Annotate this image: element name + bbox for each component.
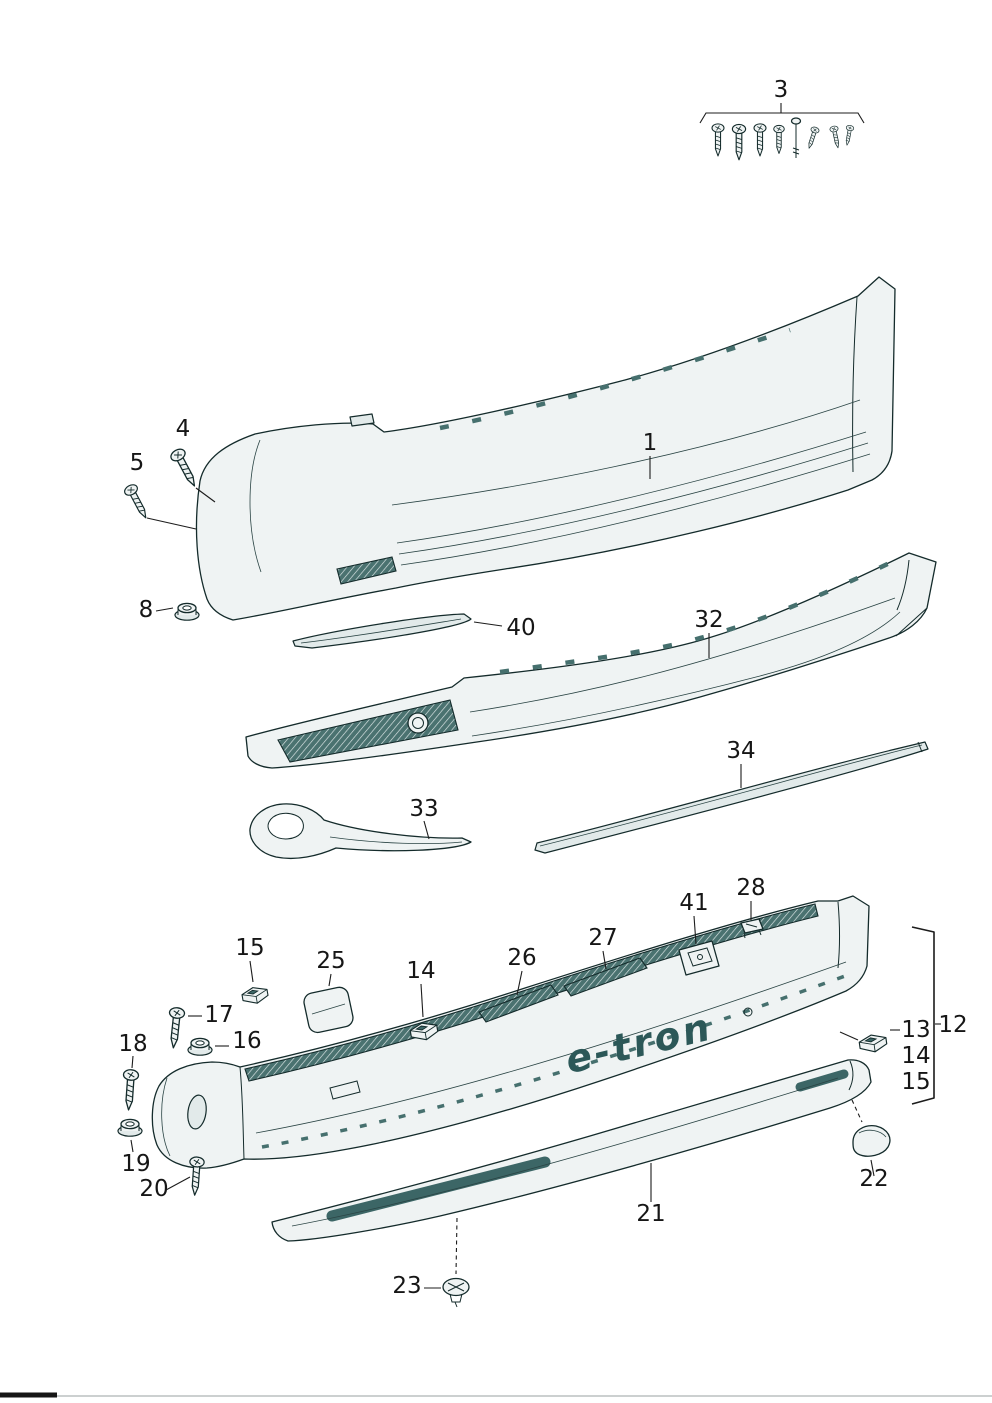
callout-21: 21	[636, 1201, 665, 1227]
fastener-16	[187, 1037, 229, 1056]
callout-1: 1	[643, 430, 658, 456]
callout-20: 20	[139, 1176, 168, 1202]
grouping-bracket	[911, 926, 935, 1105]
callout-8: 8	[139, 597, 154, 623]
pad-25	[303, 973, 354, 1034]
screw-icon	[711, 123, 725, 157]
callout-32: 32	[694, 607, 723, 633]
clip-screw-icon	[804, 125, 821, 150]
callout-27: 27	[588, 925, 617, 951]
screw-icon	[122, 482, 153, 522]
callout-40: 40	[506, 615, 535, 641]
nut-icon	[117, 1118, 143, 1137]
callout-4: 4	[176, 416, 191, 442]
fastener-18	[120, 1055, 140, 1112]
clip-icon	[857, 1032, 889, 1055]
leader-lines	[423, 456, 742, 840]
clip-14-upper	[408, 983, 440, 1043]
screw-icon	[168, 446, 202, 491]
screw-icon	[120, 1068, 140, 1112]
rear-bumper-cover	[195, 276, 896, 621]
bracket-41	[678, 915, 720, 976]
clip-icon	[240, 984, 270, 1007]
nut-icon	[174, 602, 200, 621]
callout-28: 28	[736, 875, 765, 901]
assembly-12-group	[839, 926, 941, 1105]
group-3-bracket	[699, 103, 865, 124]
moulding-34	[534, 741, 929, 854]
strip-27	[563, 950, 648, 997]
fastener-5	[122, 482, 197, 530]
callout-26: 26	[507, 945, 536, 971]
callout-22: 22	[859, 1166, 888, 1192]
callout-18: 18	[118, 1031, 147, 1057]
clip-28	[740, 901, 764, 939]
callout-5: 5	[130, 450, 145, 476]
screw-icon	[753, 123, 767, 157]
screw-icon	[186, 1155, 206, 1197]
screw-icon	[829, 124, 843, 150]
fastener-4	[168, 446, 216, 503]
callout-15-upper: 15	[235, 935, 264, 961]
screw-icon	[773, 124, 785, 154]
callout-41: 41	[679, 890, 708, 916]
screw-icon	[842, 124, 855, 147]
trim-33	[249, 803, 472, 860]
diffuser-32	[245, 552, 937, 769]
callout-12: 12	[938, 1012, 967, 1038]
fastener-8	[155, 602, 200, 621]
callout-3: 3	[774, 77, 789, 103]
nut-icon	[187, 1037, 213, 1056]
strip-26	[478, 970, 559, 1023]
fastener-20	[165, 1155, 206, 1197]
pin-icon	[790, 117, 802, 158]
callout-17: 17	[204, 1002, 233, 1028]
callout-33: 33	[409, 796, 438, 822]
trim-strip-40	[292, 613, 503, 649]
fastener-19	[117, 1118, 143, 1153]
fastener-17	[165, 1006, 202, 1050]
clip-15-upper	[240, 960, 270, 1007]
callout-14-upper: 14	[406, 958, 435, 984]
screw-icon	[731, 123, 747, 161]
callout-13: 13	[901, 1017, 930, 1043]
hardware-kit-group	[699, 103, 865, 161]
lower-valance-21	[271, 1059, 872, 1242]
callout-15-right: 15	[901, 1069, 930, 1095]
callout-34: 34	[726, 738, 755, 764]
cap-22	[851, 1099, 891, 1177]
callout-23: 23	[392, 1273, 421, 1299]
grommet-23	[424, 1217, 470, 1308]
callout-19: 19	[121, 1151, 150, 1177]
screw-icon	[165, 1006, 186, 1050]
callout-14-right: 14	[901, 1043, 930, 1069]
callout-16: 16	[232, 1028, 261, 1054]
callout-25: 25	[316, 948, 345, 974]
